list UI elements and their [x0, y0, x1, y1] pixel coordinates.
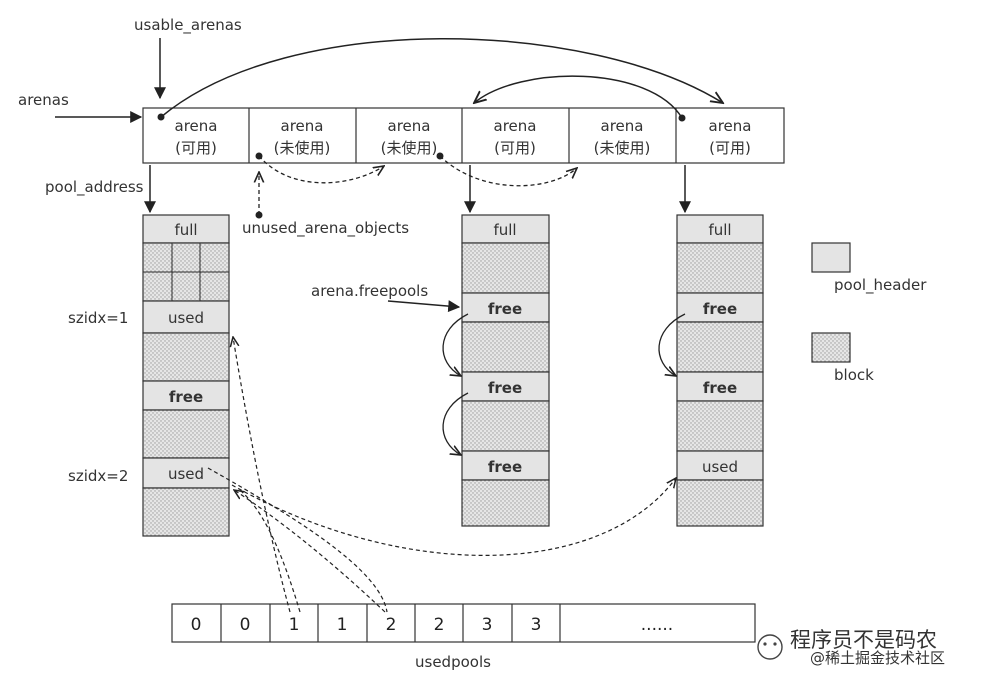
middle-pool-2-label: free [488, 379, 522, 397]
usable-arenas-label: usable_arenas [134, 16, 242, 35]
arena-1-name: arena [175, 117, 218, 135]
usedpool-link-szidx1-b [239, 489, 301, 613]
right-pool-0-label: full [708, 221, 731, 239]
left-pool-0-label: full [174, 221, 197, 239]
usable-link-arrow [160, 38, 723, 118]
arena-5-state: (未使用) [594, 139, 651, 157]
usedpool-link-szidx2-b [207, 467, 388, 613]
middle-free-link-1 [442, 313, 469, 376]
usedpools-cell-0: 0 [191, 615, 202, 635]
arena-5-name: arena [601, 117, 644, 135]
arena-3-name: arena [388, 117, 431, 135]
arena-2-name: arena [281, 117, 324, 135]
wechat-icon [757, 634, 783, 660]
szidx-2-label: szidx=2 [68, 467, 128, 485]
used-to-right-link [231, 478, 676, 556]
pool-column-right: full free free used [676, 214, 764, 527]
right-pool-3-label: used [702, 458, 738, 476]
usedpool-link-szidx1-a [233, 337, 291, 613]
middle-pool-1-label: free [488, 300, 522, 318]
arena-3-state: (未使用) [381, 139, 438, 157]
arena-1-state: (可用) [175, 139, 217, 157]
usedpools-cell-more: ...... [641, 615, 673, 635]
usedpools-array: 0 0 1 1 2 2 3 3 ...... [171, 603, 756, 643]
pool-column-left: full used free used [142, 214, 230, 537]
pool-column-middle: full free free free [461, 214, 550, 527]
arena-2-state: (未使用) [274, 139, 331, 157]
arena-back-link-arrow [474, 75, 683, 119]
usedpools-cell-3: 1 [337, 615, 348, 635]
legend-block-swatch [811, 332, 851, 363]
unused-chain-arrow-2 [439, 155, 577, 187]
arenas-label: arenas [18, 91, 69, 109]
arena-freepools-label: arena.freepools [311, 282, 428, 300]
legend-block-label: block [834, 366, 874, 384]
usedpools-label: usedpools [415, 653, 491, 671]
left-pool-1-label: used [168, 309, 204, 327]
arena-6-state: (可用) [709, 139, 751, 157]
usedpools-cell-1: 0 [240, 615, 251, 635]
arena-4-state: (可用) [494, 139, 536, 157]
watermark-subtitle: @稀土掘金技术社区 [810, 649, 945, 667]
szidx-1-label: szidx=1 [68, 309, 128, 327]
left-pool-2-label: free [169, 388, 203, 406]
unused-arena-objects-label: unused_arena_objects [242, 219, 409, 238]
arena-6-name: arena [709, 117, 752, 135]
arena-array: arena (可用) arena (未使用) arena (未使用) arena… [142, 107, 785, 164]
middle-pool-0-label: full [493, 221, 516, 239]
right-pool-1-label: free [703, 300, 737, 318]
left-pool-3-label: used [168, 465, 204, 483]
unused-chain-arrow-1 [258, 155, 384, 184]
usedpools-cell-5: 2 [434, 615, 445, 635]
watermark: 程序员不是码农 @稀土掘金技术社区 [757, 628, 945, 667]
right-free-link [658, 313, 686, 376]
usedpools-cell-7: 3 [531, 615, 542, 635]
arena-4-name: arena [494, 117, 537, 135]
middle-pool-3-label: free [488, 458, 522, 476]
legend-pool-header-label: pool_header [834, 276, 927, 295]
middle-free-link-2 [442, 392, 469, 455]
legend-pool-header-swatch [811, 242, 851, 273]
freepools-arrow [387, 300, 461, 313]
usedpools-cell-6: 3 [482, 615, 493, 635]
right-pool-2-label: free [703, 379, 737, 397]
pool-address-label: pool_address [45, 178, 144, 197]
watermark-title: 程序员不是码农 [790, 628, 937, 652]
legend: pool_header block [811, 242, 927, 384]
usedpools-cell-2: 1 [289, 615, 300, 635]
usedpools-cell-4: 2 [386, 615, 397, 635]
